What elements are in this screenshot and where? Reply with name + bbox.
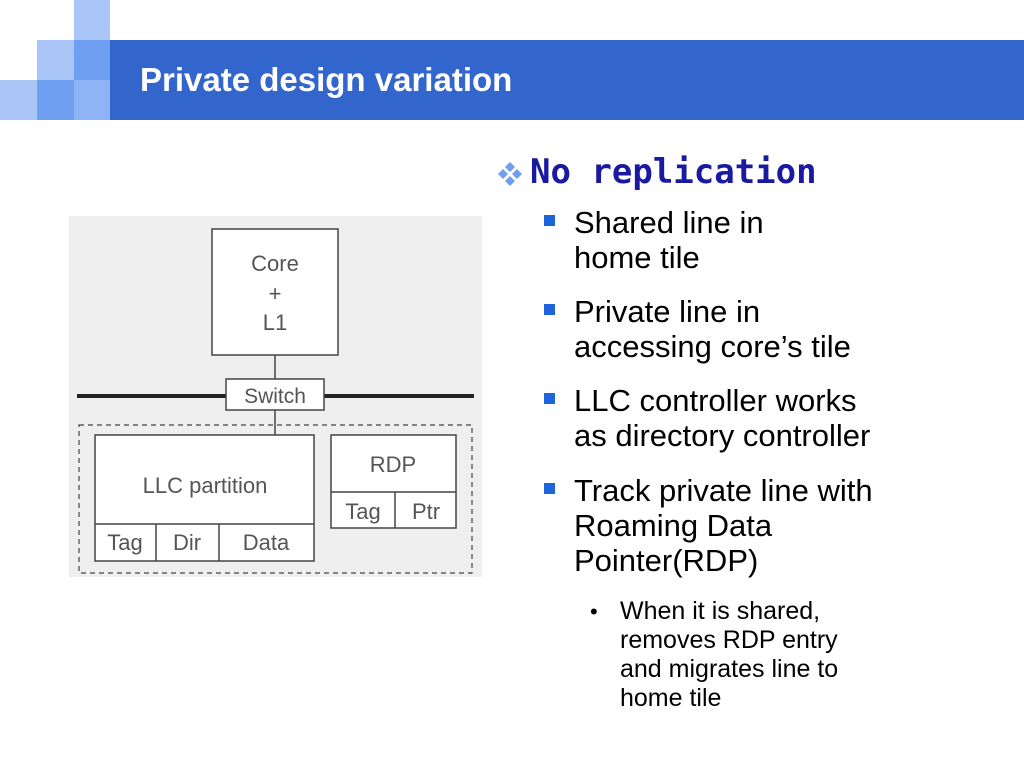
square-bullet-icon: [544, 483, 555, 494]
rdp-label: RDP: [370, 452, 416, 477]
llc-partition-label: LLC partition: [143, 473, 268, 498]
rdp-box: [330, 434, 457, 529]
switch-label: Switch: [244, 385, 306, 408]
title-bar: [110, 40, 1024, 120]
llc-partition-box: [94, 434, 315, 562]
llc-field-tag: Tag: [107, 530, 142, 555]
decor-square-3: [74, 40, 110, 80]
dot-bullet-icon: •: [590, 599, 598, 624]
diamond-cluster-icon: [498, 162, 522, 186]
llc-field-data: Data: [243, 530, 290, 555]
heading-text: No replication: [530, 152, 817, 192]
decor-square-4: [0, 80, 37, 120]
decor-square-6: [74, 80, 110, 120]
slide-title: Private design variation: [140, 61, 513, 98]
llc-field-dir: Dir: [173, 530, 201, 555]
tile-boundary: [78, 424, 473, 574]
heading-bullet: No replication: [490, 150, 817, 194]
decor-square-1: [74, 0, 110, 40]
core-plus-label: +: [269, 281, 282, 306]
rdp-field-ptr: Ptr: [412, 499, 440, 524]
decor-square-2: [37, 40, 74, 80]
core-label: Core: [251, 251, 299, 276]
rdp-field-tag: Tag: [345, 499, 380, 524]
tile-diagram: Core + L1 Switch LLC partition Tag Dir D…: [69, 216, 482, 577]
l1-label: L1: [263, 310, 287, 335]
square-bullet-icon: [544, 215, 555, 226]
decor-square-5: [37, 80, 74, 120]
square-bullet-icon: [544, 304, 555, 315]
square-bullet-icon: [544, 393, 555, 404]
